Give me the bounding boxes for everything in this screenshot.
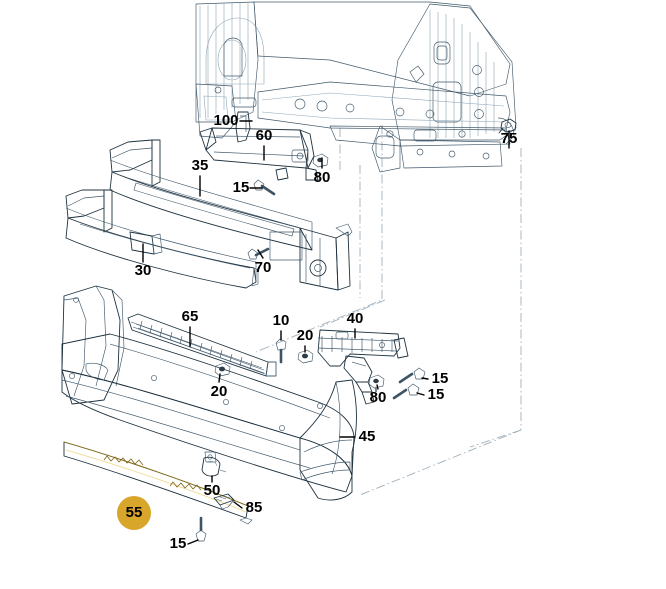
- part-85-clip: [213, 493, 235, 510]
- part-body-rear-panel: [195, 1, 517, 173]
- part-75-nut: [498, 118, 517, 134]
- part-20-nut-bracket: [297, 349, 314, 364]
- callout-10: 10: [273, 312, 290, 329]
- part-70-bolt: [247, 247, 270, 260]
- callout-leader-lines: [142, 120, 510, 545]
- leader-15d: [187, 539, 199, 545]
- part-15-bolt-bracket-a: [398, 367, 426, 384]
- part-35-impact-beam-upper: [109, 139, 353, 291]
- callout-labels: 100 60 75 35 15 80 30 70 65 10 20 40 20 …: [126, 112, 518, 552]
- part-20-nut-grille: [214, 362, 231, 377]
- part-80-nut-lower: [368, 374, 385, 392]
- callout-15-bracket-a: 15: [432, 370, 449, 387]
- callout-65: 65: [182, 308, 199, 325]
- callout-15-upper: 15: [233, 179, 250, 196]
- callout-20-lower: 20: [211, 383, 228, 400]
- callout-30: 30: [135, 262, 152, 279]
- part-55-trim-strip-highlighted: [63, 441, 253, 525]
- part-40-mounting-bracket: [317, 329, 409, 405]
- part-45-bumper-cover: [61, 285, 357, 501]
- part-50-tow-cap: [201, 456, 227, 477]
- callout-55-highlight-badge: [117, 496, 151, 530]
- leader-15b: [421, 377, 429, 380]
- leader-85: [233, 501, 243, 509]
- part-100-bracket: [235, 111, 251, 143]
- part-60-cross-member: [199, 127, 319, 181]
- callout-15-bottom: 15: [170, 535, 187, 552]
- callout-75: 75: [501, 130, 518, 147]
- leader-70: [257, 249, 264, 259]
- callout-50: 50: [204, 482, 221, 499]
- projection-lines: [255, 125, 522, 496]
- part-15-bolt-bracket-b: [392, 383, 420, 400]
- callout-100: 100: [213, 112, 238, 129]
- leader-20b: [218, 373, 221, 383]
- part-30-impact-beam-lower: [65, 189, 259, 289]
- callout-20-upper: 20: [297, 327, 314, 344]
- callout-60: 60: [256, 127, 273, 144]
- leader-15c: [416, 392, 425, 396]
- part-15-bolt-upper: [253, 179, 276, 196]
- leader-80b: [376, 384, 379, 390]
- callout-70: 70: [255, 259, 272, 276]
- callout-80-lower: 80: [370, 389, 387, 406]
- callout-45: 45: [359, 428, 376, 445]
- callout-80-upper: 80: [314, 169, 331, 186]
- callout-35: 35: [192, 157, 209, 174]
- callout-55: 55: [126, 504, 143, 521]
- callout-15-bracket-b: 15: [428, 386, 445, 403]
- callout-85: 85: [246, 499, 263, 516]
- part-10-bolt: [275, 338, 287, 364]
- callout-40: 40: [347, 310, 364, 327]
- part-65-grille: [127, 313, 277, 377]
